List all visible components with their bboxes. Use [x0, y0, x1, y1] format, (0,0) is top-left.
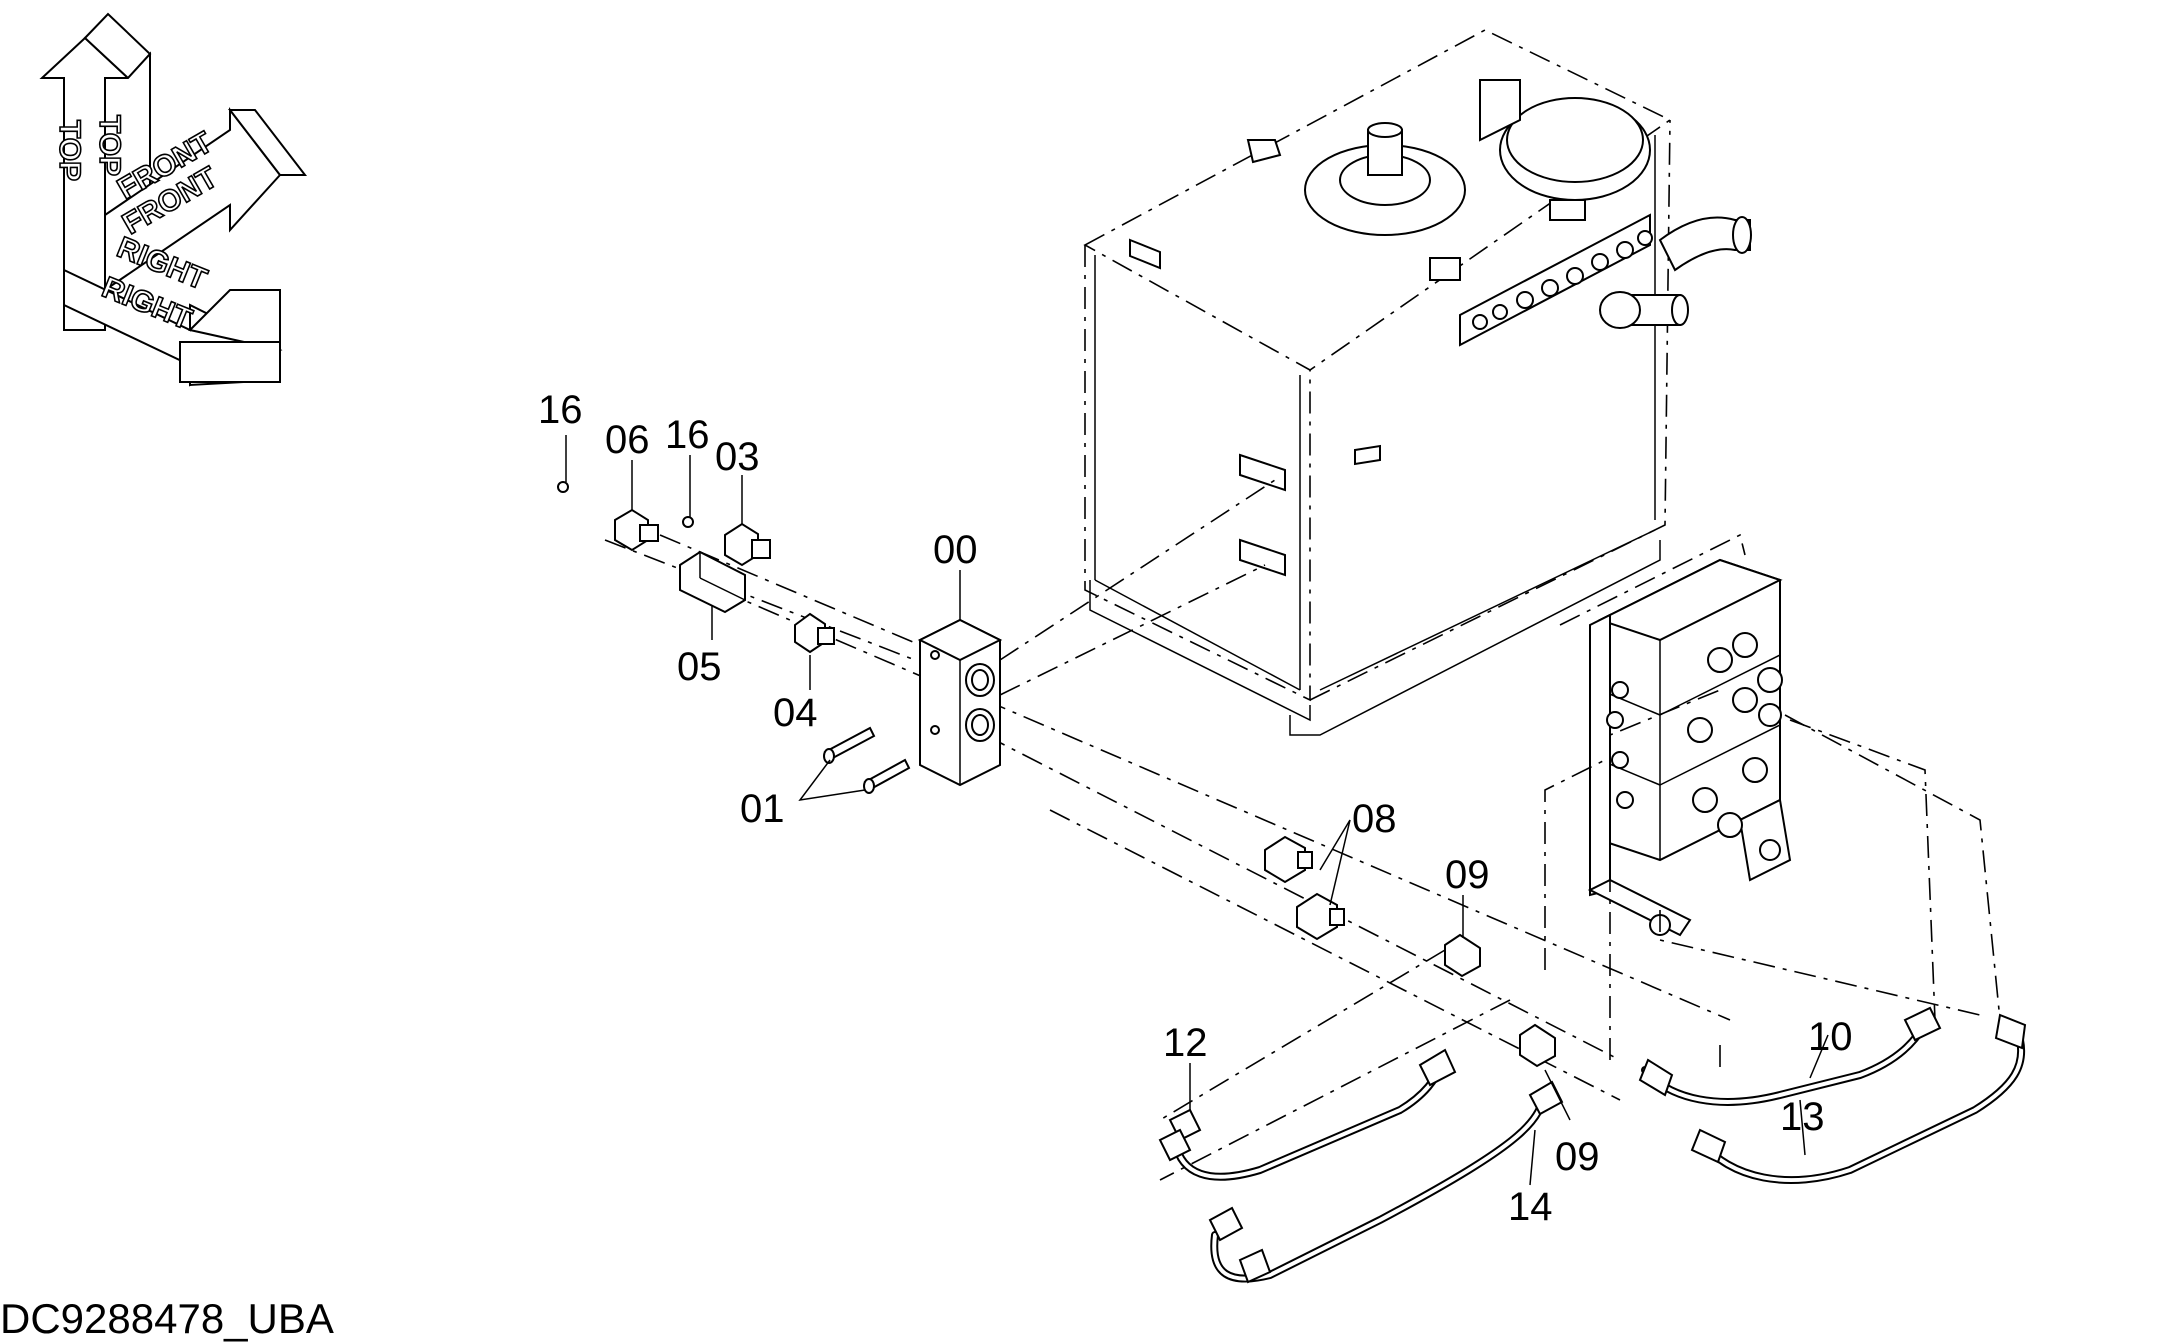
tank-bracket-4 — [1549, 199, 1586, 221]
callout-10: 10 — [1808, 1015, 1853, 1059]
valve-fittings — [1606, 632, 1783, 838]
cover-bracket — [1479, 79, 1521, 142]
callout-03: 03 — [715, 435, 760, 479]
assembly-lines — [604, 479, 2001, 1181]
front-arrow-top — [227, 109, 308, 176]
o-ring-16b — [682, 516, 694, 528]
hydraulic-tank — [1083, 29, 1752, 736]
o-ring-16a — [557, 481, 569, 493]
tank-bracket-5 — [1354, 444, 1381, 466]
elbows-09 — [1444, 933, 1556, 1068]
tank-top — [1083, 29, 1672, 371]
valve-bracket-base — [1587, 878, 1692, 937]
callout-06: 06 — [605, 418, 650, 462]
callout-12: 12 — [1163, 1021, 1208, 1065]
control-valve — [1559, 533, 1792, 937]
callout-01: 01 — [740, 787, 785, 831]
front-arrow-face — [104, 107, 282, 292]
tank-bracket-1 — [1246, 139, 1282, 164]
callouts: 16 06 16 03 00 05 04 01 08 09 12 10 13 0… — [538, 388, 1853, 1229]
nuts-08 — [1264, 835, 1345, 941]
hose-12 — [1171, 1056, 1449, 1181]
tank-bracket-7 — [1239, 538, 1286, 577]
small-parts — [557, 481, 1556, 1068]
callout-16b: 16 — [665, 413, 710, 457]
callout-14: 14 — [1508, 1185, 1553, 1229]
tank-bracket-2 — [1129, 238, 1161, 270]
top-label-2: TOP — [93, 115, 126, 176]
callout-09b: 09 — [1555, 1135, 1600, 1179]
orientation-arrows: TOP TOP FRONT FRONT RIGHT RIGHT — [39, 12, 308, 387]
tank-bracket-6 — [1239, 453, 1286, 492]
manifold-block — [917, 618, 1003, 787]
tank-left-face — [1084, 245, 1311, 702]
valve-top — [1597, 558, 1783, 642]
fitting-03 — [724, 522, 771, 567]
bolts-01 — [823, 726, 911, 794]
callout-08: 08 — [1352, 797, 1397, 841]
callout-09a: 09 — [1445, 853, 1490, 897]
tank-ports — [1459, 213, 1653, 347]
callout-00: 00 — [933, 528, 978, 572]
right-arrow-tail — [179, 341, 281, 383]
fitting-06 — [614, 508, 659, 552]
drawing-code: DC9288478_UBA — [0, 1295, 334, 1342]
hoses — [1158, 1006, 2027, 1284]
callout-leaders — [565, 435, 1829, 1186]
callout-16a: 16 — [538, 388, 583, 432]
tank-right-face — [1309, 119, 1671, 701]
coupling-05 — [679, 550, 746, 614]
top-label-1: TOP — [53, 120, 86, 181]
callout-13: 13 — [1780, 1095, 1825, 1139]
valve-bracket-right — [1738, 798, 1792, 882]
fitting-04 — [794, 612, 835, 654]
callout-05: 05 — [677, 645, 722, 689]
callout-04: 04 — [773, 691, 818, 735]
tank-bracket-3 — [1429, 257, 1461, 281]
valve-bracket-left — [1589, 613, 1611, 897]
